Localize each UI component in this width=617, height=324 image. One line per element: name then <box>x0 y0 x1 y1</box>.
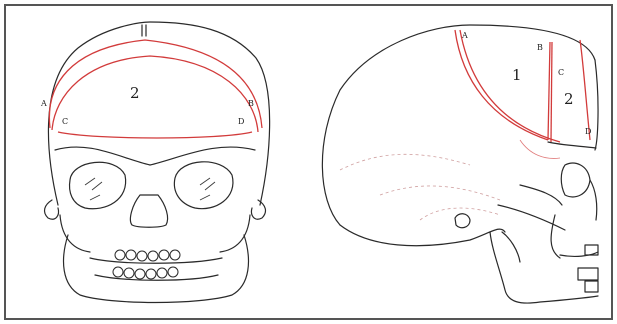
front-label-c: C <box>62 117 68 126</box>
side-label-d: D <box>585 127 591 136</box>
front-region-number: 2 <box>130 84 140 102</box>
side-label-c: C <box>558 68 564 77</box>
side-label-b: B <box>537 43 543 52</box>
side-region-1: 1 <box>512 66 522 84</box>
front-label-a: A <box>40 99 47 108</box>
side-region-2: 2 <box>564 90 574 108</box>
front-label-b: B <box>248 99 254 108</box>
front-label-d: D <box>238 117 244 126</box>
side-label-a: A <box>461 31 468 40</box>
